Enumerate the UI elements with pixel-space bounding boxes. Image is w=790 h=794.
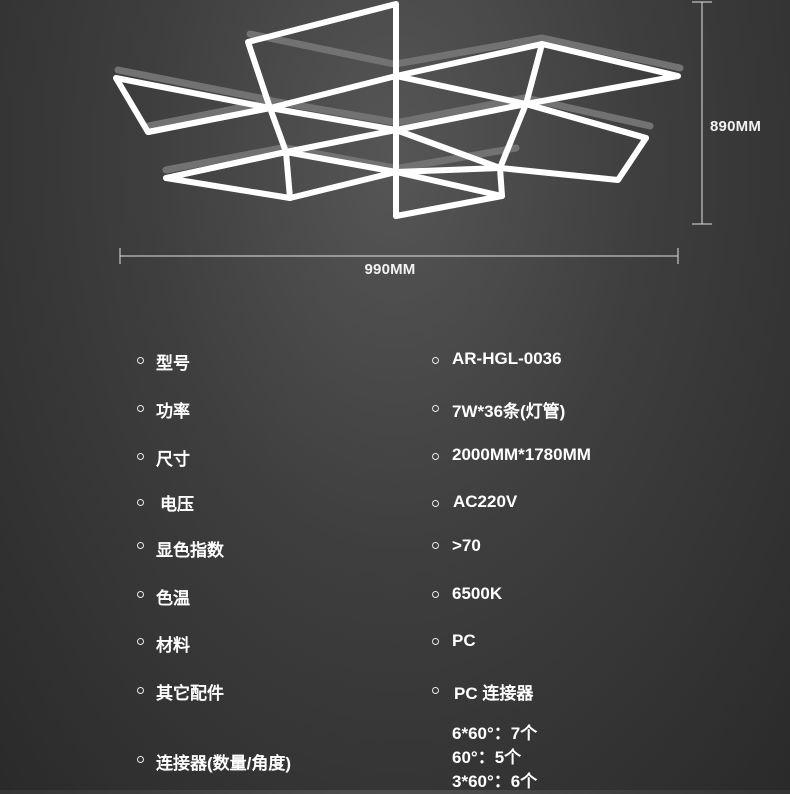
spec-row-voltage: 电压 AC220V: [0, 490, 790, 520]
spec-label: 型号: [156, 354, 190, 373]
bullet-icon: [137, 453, 144, 460]
bullet-icon: [432, 453, 439, 460]
spec-row-cri: 显色指数 >70: [0, 536, 790, 566]
spec-label: 色温: [156, 589, 190, 608]
bullet-icon: [137, 591, 144, 598]
spec-row-power: 功率 7W*36条(灯管): [0, 397, 790, 427]
spec-value: AC220V: [453, 492, 518, 511]
spec-value: 2000MM*1780MM: [452, 445, 591, 464]
spec-label: 其它配件: [156, 684, 224, 703]
bullet-icon: [432, 500, 439, 507]
connector-value-line: 60°：5个: [452, 748, 522, 767]
connector-value-line: 3*60°：6个: [452, 772, 538, 791]
bullet-icon: [137, 405, 144, 412]
spec-label: 尺寸: [156, 450, 190, 469]
bullet-icon: [137, 357, 144, 364]
connector-values: 6*60°：7个 60°：5个 3*60°：6个: [452, 722, 537, 794]
connector-value-line: 6*60°：7个: [452, 724, 538, 743]
bullet-icon: [137, 687, 144, 694]
spec-label: 连接器(数量/角度): [156, 754, 292, 773]
spec-value: PC: [452, 631, 476, 650]
spec-value: 6500K: [452, 584, 503, 603]
spec-row-material: 材料 PC: [0, 631, 790, 661]
bullet-icon: [432, 687, 439, 694]
height-dimension-label: 890MM: [710, 118, 762, 135]
spec-row-connectors: 连接器(数量/角度) 6*60°：7个 60°：5个 3*60°：6个: [0, 722, 790, 791]
spec-row-accessories: 其它配件 PC 连接器: [0, 679, 790, 709]
spec-value: PC 连接器: [454, 684, 534, 703]
bullet-icon: [432, 591, 439, 598]
bullet-icon: [137, 638, 144, 645]
bullet-icon: [432, 405, 439, 412]
triangle-light-illustration: [113, 1, 712, 264]
spec-label: 功率: [156, 402, 190, 421]
bullet-icon: [137, 756, 144, 763]
bullet-icon: [432, 357, 439, 364]
spec-row-size: 尺寸 2000MM*1780MM: [0, 445, 790, 475]
dimension-lines: [119, 1, 712, 264]
bullet-icon: [432, 542, 439, 549]
bullet-icon: [432, 638, 439, 645]
spec-row-model: 型号 AR-HGL-0036: [0, 349, 790, 379]
light-bars: [113, 1, 681, 219]
spec-value: AR-HGL-0036: [452, 349, 562, 368]
spec-label: 材料: [156, 636, 190, 655]
bullet-icon: [137, 499, 144, 506]
width-dimension-label: 990MM: [364, 261, 416, 278]
spec-row-color-temperature: 色温 6500K: [0, 584, 790, 614]
bullet-icon: [137, 542, 144, 549]
spec-value: >70: [452, 536, 481, 555]
spec-label: 显色指数: [156, 541, 224, 560]
spec-label: 电压: [160, 495, 194, 514]
spec-value: 7W*36条(灯管): [452, 402, 566, 421]
